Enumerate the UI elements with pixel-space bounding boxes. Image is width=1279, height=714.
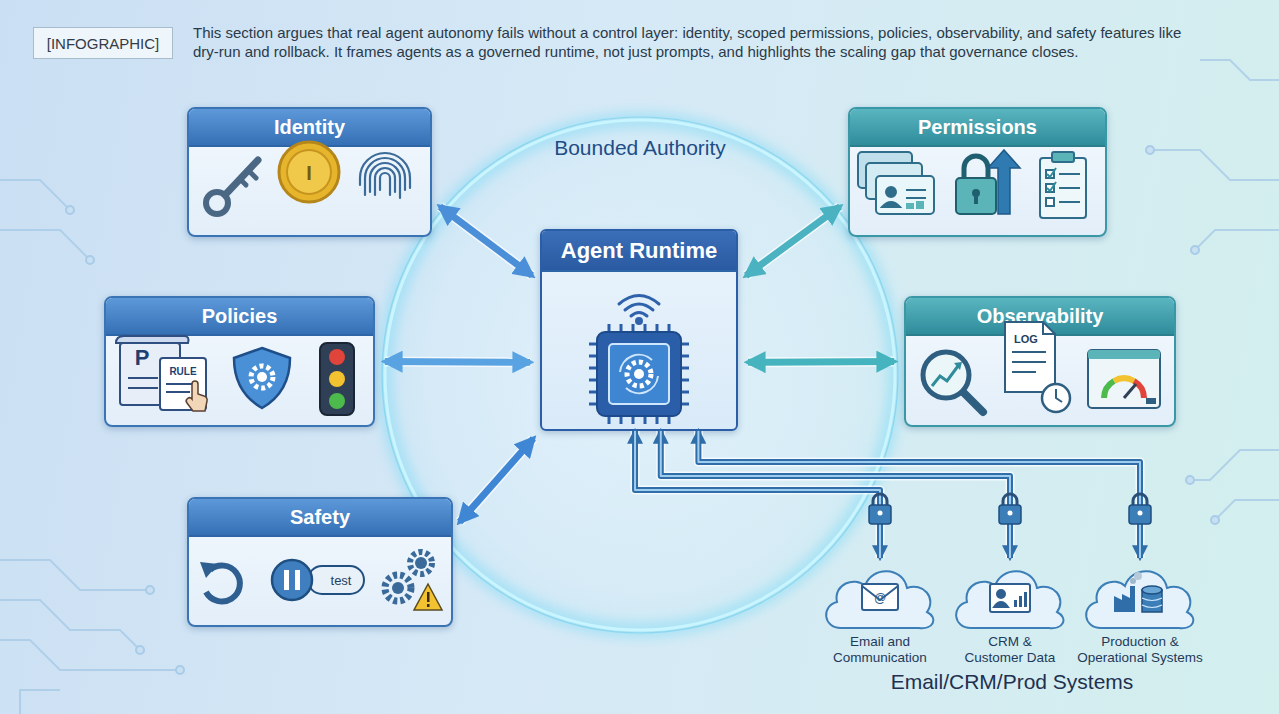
access-cards-icon — [858, 152, 934, 214]
cloud-outline — [956, 571, 1063, 628]
cloud-shape — [1075, 558, 1205, 634]
control-box: Policies — [104, 296, 375, 427]
connector-halo — [385, 357, 530, 368]
box-heading: Identity — [189, 109, 430, 147]
token-coin-icon — [279, 142, 339, 202]
connector-halo — [746, 207, 840, 276]
connector-halo — [460, 438, 534, 522]
connector — [385, 361, 530, 363]
connector-halo — [635, 431, 880, 558]
connector — [661, 431, 1010, 558]
connector-line — [385, 358, 530, 366]
runtime-wifi-icon — [619, 296, 659, 324]
connector — [698, 431, 1140, 558]
box-heading: Agent Runtime — [542, 231, 736, 272]
traffic-light-icon — [320, 343, 354, 415]
cloud-shape — [815, 558, 945, 634]
key-icon — [206, 160, 258, 214]
box-heading: Permissions — [850, 109, 1105, 147]
production-icon — [1114, 572, 1162, 612]
connector — [748, 361, 894, 363]
rollback-icon — [200, 562, 240, 602]
connector-line — [440, 207, 532, 276]
cloud-outline — [1086, 571, 1193, 628]
bounded-authority-circle — [382, 117, 898, 633]
crm-icon — [990, 584, 1030, 612]
caption-text: This section argues that real agent auto… — [193, 23, 1198, 61]
connector-halo — [698, 431, 1140, 558]
connector — [460, 438, 534, 522]
tag-label: [INFOGRAPHIC] — [33, 27, 173, 59]
log-file-icon — [1005, 322, 1070, 412]
system-label: Production & Operational Systems — [1071, 634, 1209, 666]
group-label: Email/CRM/Prod Systems — [891, 670, 1134, 694]
gears-warning-icon — [385, 552, 442, 610]
magnifier-chart-icon — [923, 352, 983, 412]
box-heading: Policies — [106, 298, 373, 336]
control-box: Observability — [904, 296, 1176, 427]
connector-line — [661, 431, 1010, 558]
runtime-box: Agent Runtime — [540, 229, 738, 431]
connector — [440, 207, 532, 276]
lock-icons — [869, 494, 1151, 524]
box-heading: Safety — [189, 499, 451, 537]
connector — [746, 207, 840, 276]
connector-core — [698, 431, 1140, 558]
runtime-chip-icon — [589, 324, 689, 424]
pause-test-icon — [272, 560, 364, 600]
control-box: Safety — [187, 497, 453, 627]
connector-core — [635, 431, 880, 558]
connector-halo — [440, 207, 532, 276]
region-title: Bounded Authority — [554, 136, 726, 160]
circuit-decoration — [0, 60, 1279, 714]
email-icon — [862, 584, 898, 610]
connector-line — [698, 431, 1140, 558]
system-cloud: Email and Communication — [815, 558, 945, 670]
connector-line — [746, 207, 840, 276]
policy-scroll-icon — [116, 336, 207, 411]
shield-gear-icon — [234, 348, 290, 408]
system-cloud: CRM & Customer Data — [945, 558, 1075, 670]
connector-line — [748, 358, 894, 366]
dashboard-gauge-icon — [1088, 350, 1160, 408]
box-heading: Observability — [906, 298, 1174, 336]
control-box: Permissions — [848, 107, 1107, 237]
system-label: CRM & Customer Data — [963, 634, 1057, 666]
connector-core — [661, 431, 1010, 558]
connector-halo — [661, 431, 1010, 558]
cloud-outline — [826, 571, 933, 628]
connector-halo — [748, 357, 894, 368]
checklist-icon — [1040, 152, 1086, 218]
connector-line — [460, 438, 534, 522]
connector-line — [635, 431, 880, 558]
control-box: Identity — [187, 107, 432, 237]
connector — [635, 431, 880, 558]
system-label: Email and Communication — [824, 634, 936, 666]
lock-upgrade-icon — [956, 150, 1020, 214]
system-cloud: Production & Operational Systems — [1075, 558, 1205, 670]
fingerprint-icon — [360, 153, 410, 198]
cloud-shape — [945, 558, 1075, 634]
